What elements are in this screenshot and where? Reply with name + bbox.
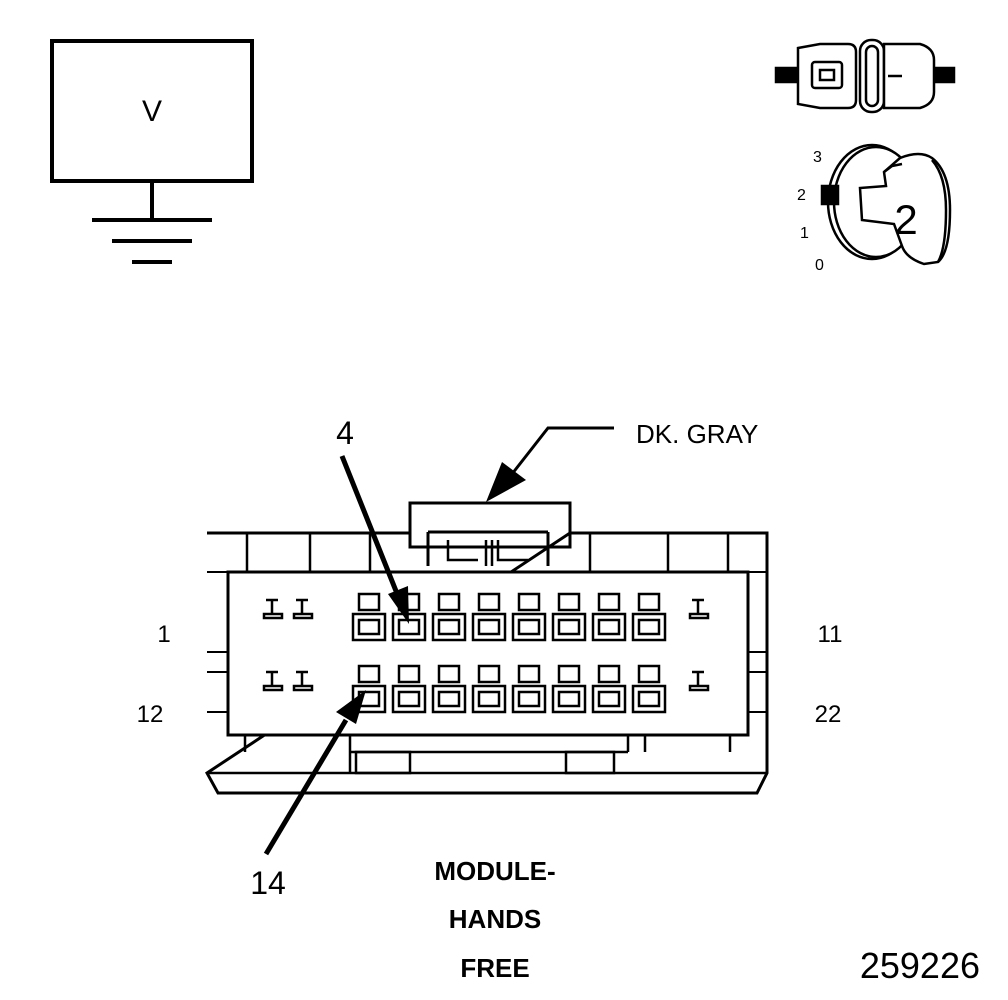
terminal-row-bottom — [351, 664, 667, 714]
pin-label-22: 22 — [815, 701, 842, 728]
color-leader-arrow — [486, 426, 614, 502]
terminal-row-top — [351, 592, 667, 642]
ignition-position-1: 1 — [800, 225, 809, 242]
pin-label-1: 1 — [157, 621, 170, 648]
housing-side-ribs — [207, 571, 767, 713]
housing-top-ribs — [245, 533, 730, 572]
ignition-switch-icon: 3 2 1 0 2 — [797, 143, 952, 274]
connector-latch — [408, 501, 572, 566]
terminal — [471, 592, 507, 642]
terminal — [551, 664, 587, 714]
pin-callout-14: 14 — [250, 865, 286, 901]
hands-free-module-connector — [205, 501, 769, 795]
terminal — [431, 664, 467, 714]
connector-cavity — [226, 570, 750, 737]
housing-bottom-skirt — [207, 735, 767, 775]
caption-line-2: HANDS — [449, 904, 541, 934]
terminal — [551, 592, 587, 642]
terminal — [431, 592, 467, 642]
cavity-clips — [262, 598, 710, 692]
voltmeter-label: V — [142, 95, 162, 128]
voltmeter-box — [50, 39, 254, 183]
ignition-key-icon — [858, 152, 952, 266]
ignition-position-0: 0 — [815, 257, 824, 274]
terminal — [591, 592, 627, 642]
ground-icon — [92, 218, 212, 264]
terminal — [391, 664, 427, 714]
terminal — [351, 592, 387, 642]
caption-line-3: FREE — [460, 953, 529, 983]
terminal — [591, 664, 627, 714]
ignition-key-position: 2 — [894, 196, 917, 243]
terminal — [511, 592, 547, 642]
pin-label-12: 12 — [137, 701, 164, 728]
pin-14-arrow — [263, 690, 366, 856]
caption-line-1: MODULE- — [434, 856, 555, 886]
terminal — [471, 664, 507, 714]
ignition-position-2: 2 — [797, 187, 806, 204]
connector-color-label: DK. GRAY — [636, 419, 758, 449]
pin-label-11: 11 — [818, 621, 843, 648]
voltmeter-symbol: V — [50, 39, 254, 264]
disconnected-connector-icon — [774, 38, 956, 114]
ignition-position-3: 3 — [813, 149, 822, 166]
pin-callout-4: 4 — [336, 415, 354, 451]
terminal — [631, 664, 667, 714]
terminal — [631, 592, 667, 642]
terminal — [511, 664, 547, 714]
pin-4-arrow — [339, 455, 409, 624]
figure-number: 259226 — [860, 945, 980, 986]
